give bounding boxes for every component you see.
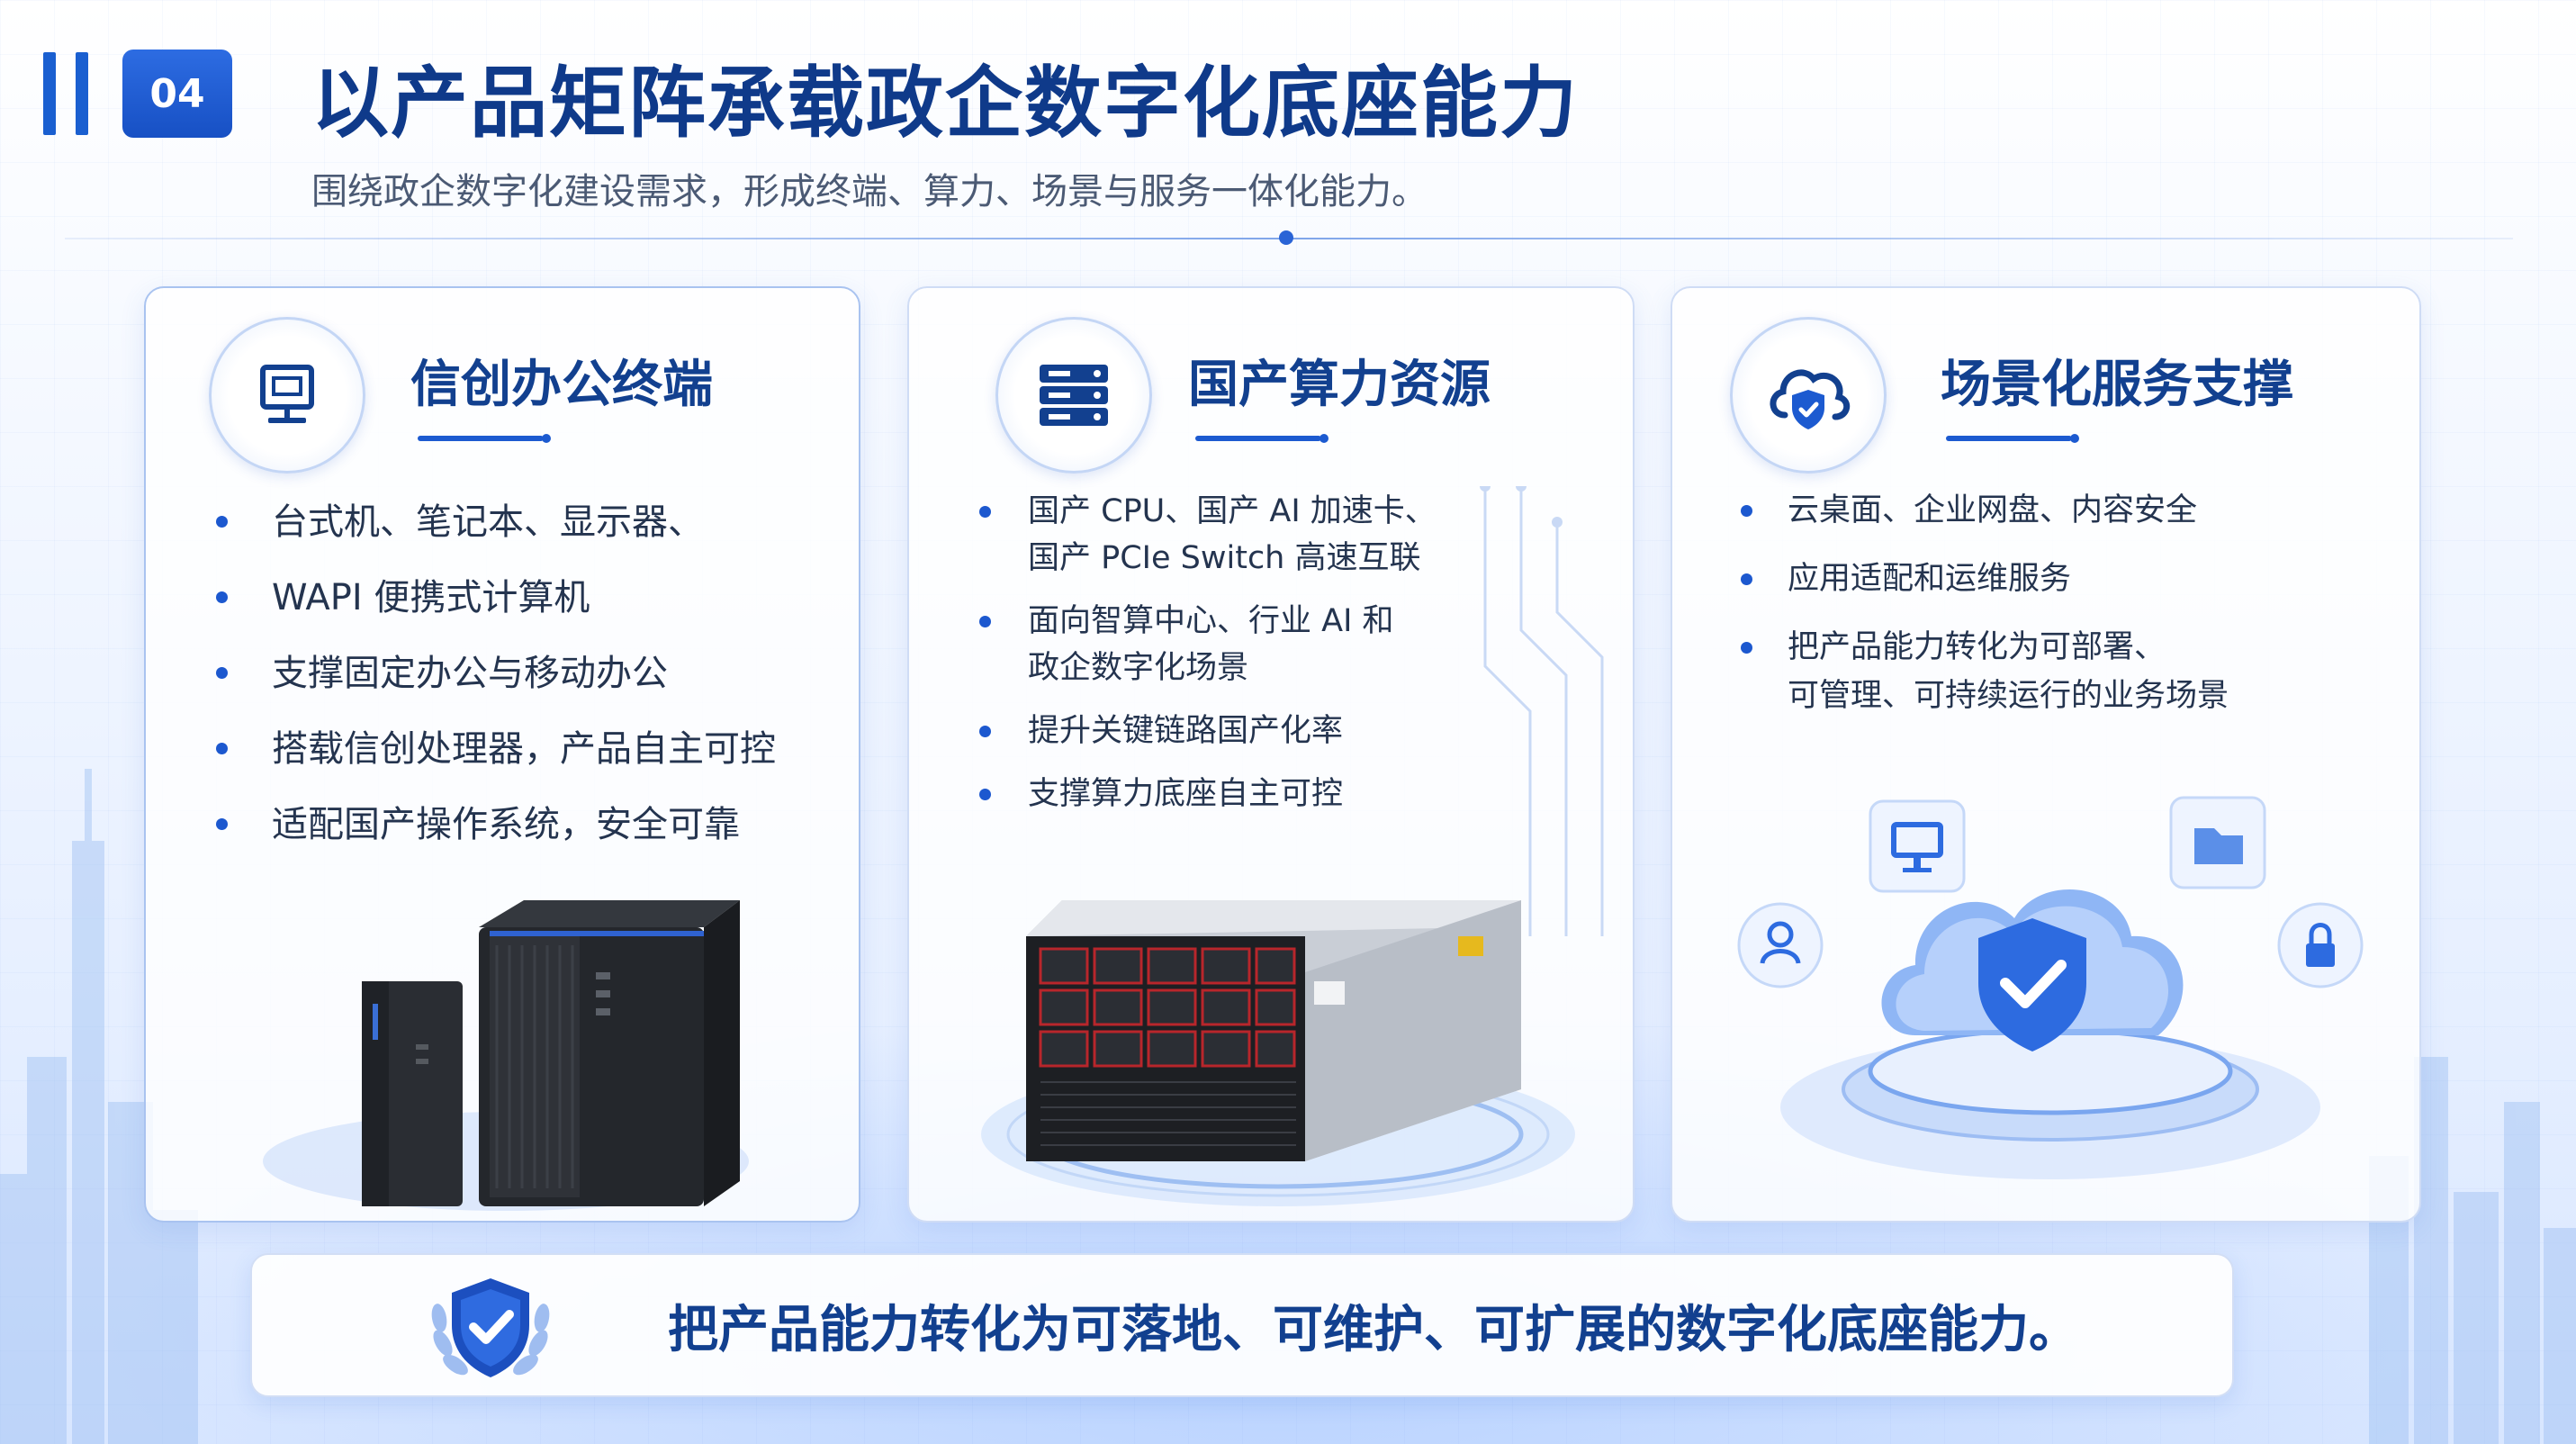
list-item: 面向智算中心、行业 AI 和 政企数字化场景 [979,598,1437,691]
gpu-server-image [981,900,1575,1206]
list-item: 适配国产操作系统，安全可靠 [216,799,776,850]
card-title: 信创办公终端 [410,356,713,414]
list-item: 支撑算力底座自主可控 [979,771,1437,817]
circuit-decoration [1480,486,1604,936]
title-underline [1195,434,1329,443]
feature-list: 国产 CPU、国产 AI 加速卡、 国产 PCIe Switch 高速互联 面向… [979,488,1437,834]
list-item: 国产 CPU、国产 AI 加速卡、 国产 PCIe Switch 高速互联 [979,488,1437,582]
header-accent-bar [43,52,56,135]
list-item: WAPI 便携式计算机 [216,573,776,623]
card-xinchuang-terminal: 信创办公终端 台式机、笔记本、显示器、 WAPI 便携式计算机 支撑固定办公与移… [144,286,860,1223]
summary-banner: 把产品能力转化为可落地、可维护、可扩展的数字化底座能力。 [250,1253,2234,1397]
header-accent-bar [76,52,88,135]
cloud-shield-icon [1770,369,1851,429]
card-scenario-services: 场景化服务支撑 云桌面、企业网盘、内容安全 应用适配和运维服务 把产品能力转化为… [1671,286,2421,1223]
monitor-icon [260,365,314,423]
page-title: 以产品矩阵承载政企数字化底座能力 [311,59,1579,149]
server-icon [1040,365,1108,426]
feature-list: 台式机、笔记本、显示器、 WAPI 便携式计算机 支撑固定办公与移动办公 搭载信… [216,497,776,875]
title-underline [1946,434,2079,443]
list-item: 支撑固定办公与移动办公 [216,648,776,699]
card-title: 国产算力资源 [1188,356,1491,414]
card-icon-badge [209,317,365,474]
list-item: 搭载信创处理器，产品自主可控 [216,724,776,774]
list-item: 台式机、笔记本、显示器、 [216,497,776,547]
card-title: 场景化服务支撑 [1941,356,2293,414]
card-icon-badge [1730,317,1887,474]
title-underline [418,434,551,443]
list-item: 云桌面、企业网盘、内容安全 [1740,486,2229,535]
card-domestic-computing: 国产算力资源 国产 CPU、国产 AI 加速卡、 国产 PCIe Switch … [907,286,1635,1223]
list-item: 把产品能力转化为可部署、 可管理、可持续运行的业务场景 [1740,623,2229,720]
card-icon-badge [995,317,1152,474]
divider-dot [1279,230,1293,245]
banner-text: 把产品能力转化为可落地、可维护、可扩展的数字化底座能力。 [668,1301,2079,1359]
cloud-security-illustration [1737,796,2364,1179]
list-item: 提升关键链路国产化率 [979,708,1437,754]
shield-check-laurel-icon [431,1278,550,1377]
page-subtitle: 围绕政企数字化建设需求，形成终端、算力、场景与服务一体化能力。 [311,171,1428,212]
list-item: 应用适配和运维服务 [1740,555,2229,603]
section-number-badge: 04 [122,50,232,138]
feature-list: 云桌面、企业网盘、内容安全 应用适配和运维服务 把产品能力转化为可部署、 可管理… [1740,486,2229,740]
desktop-pc-image [263,900,749,1211]
